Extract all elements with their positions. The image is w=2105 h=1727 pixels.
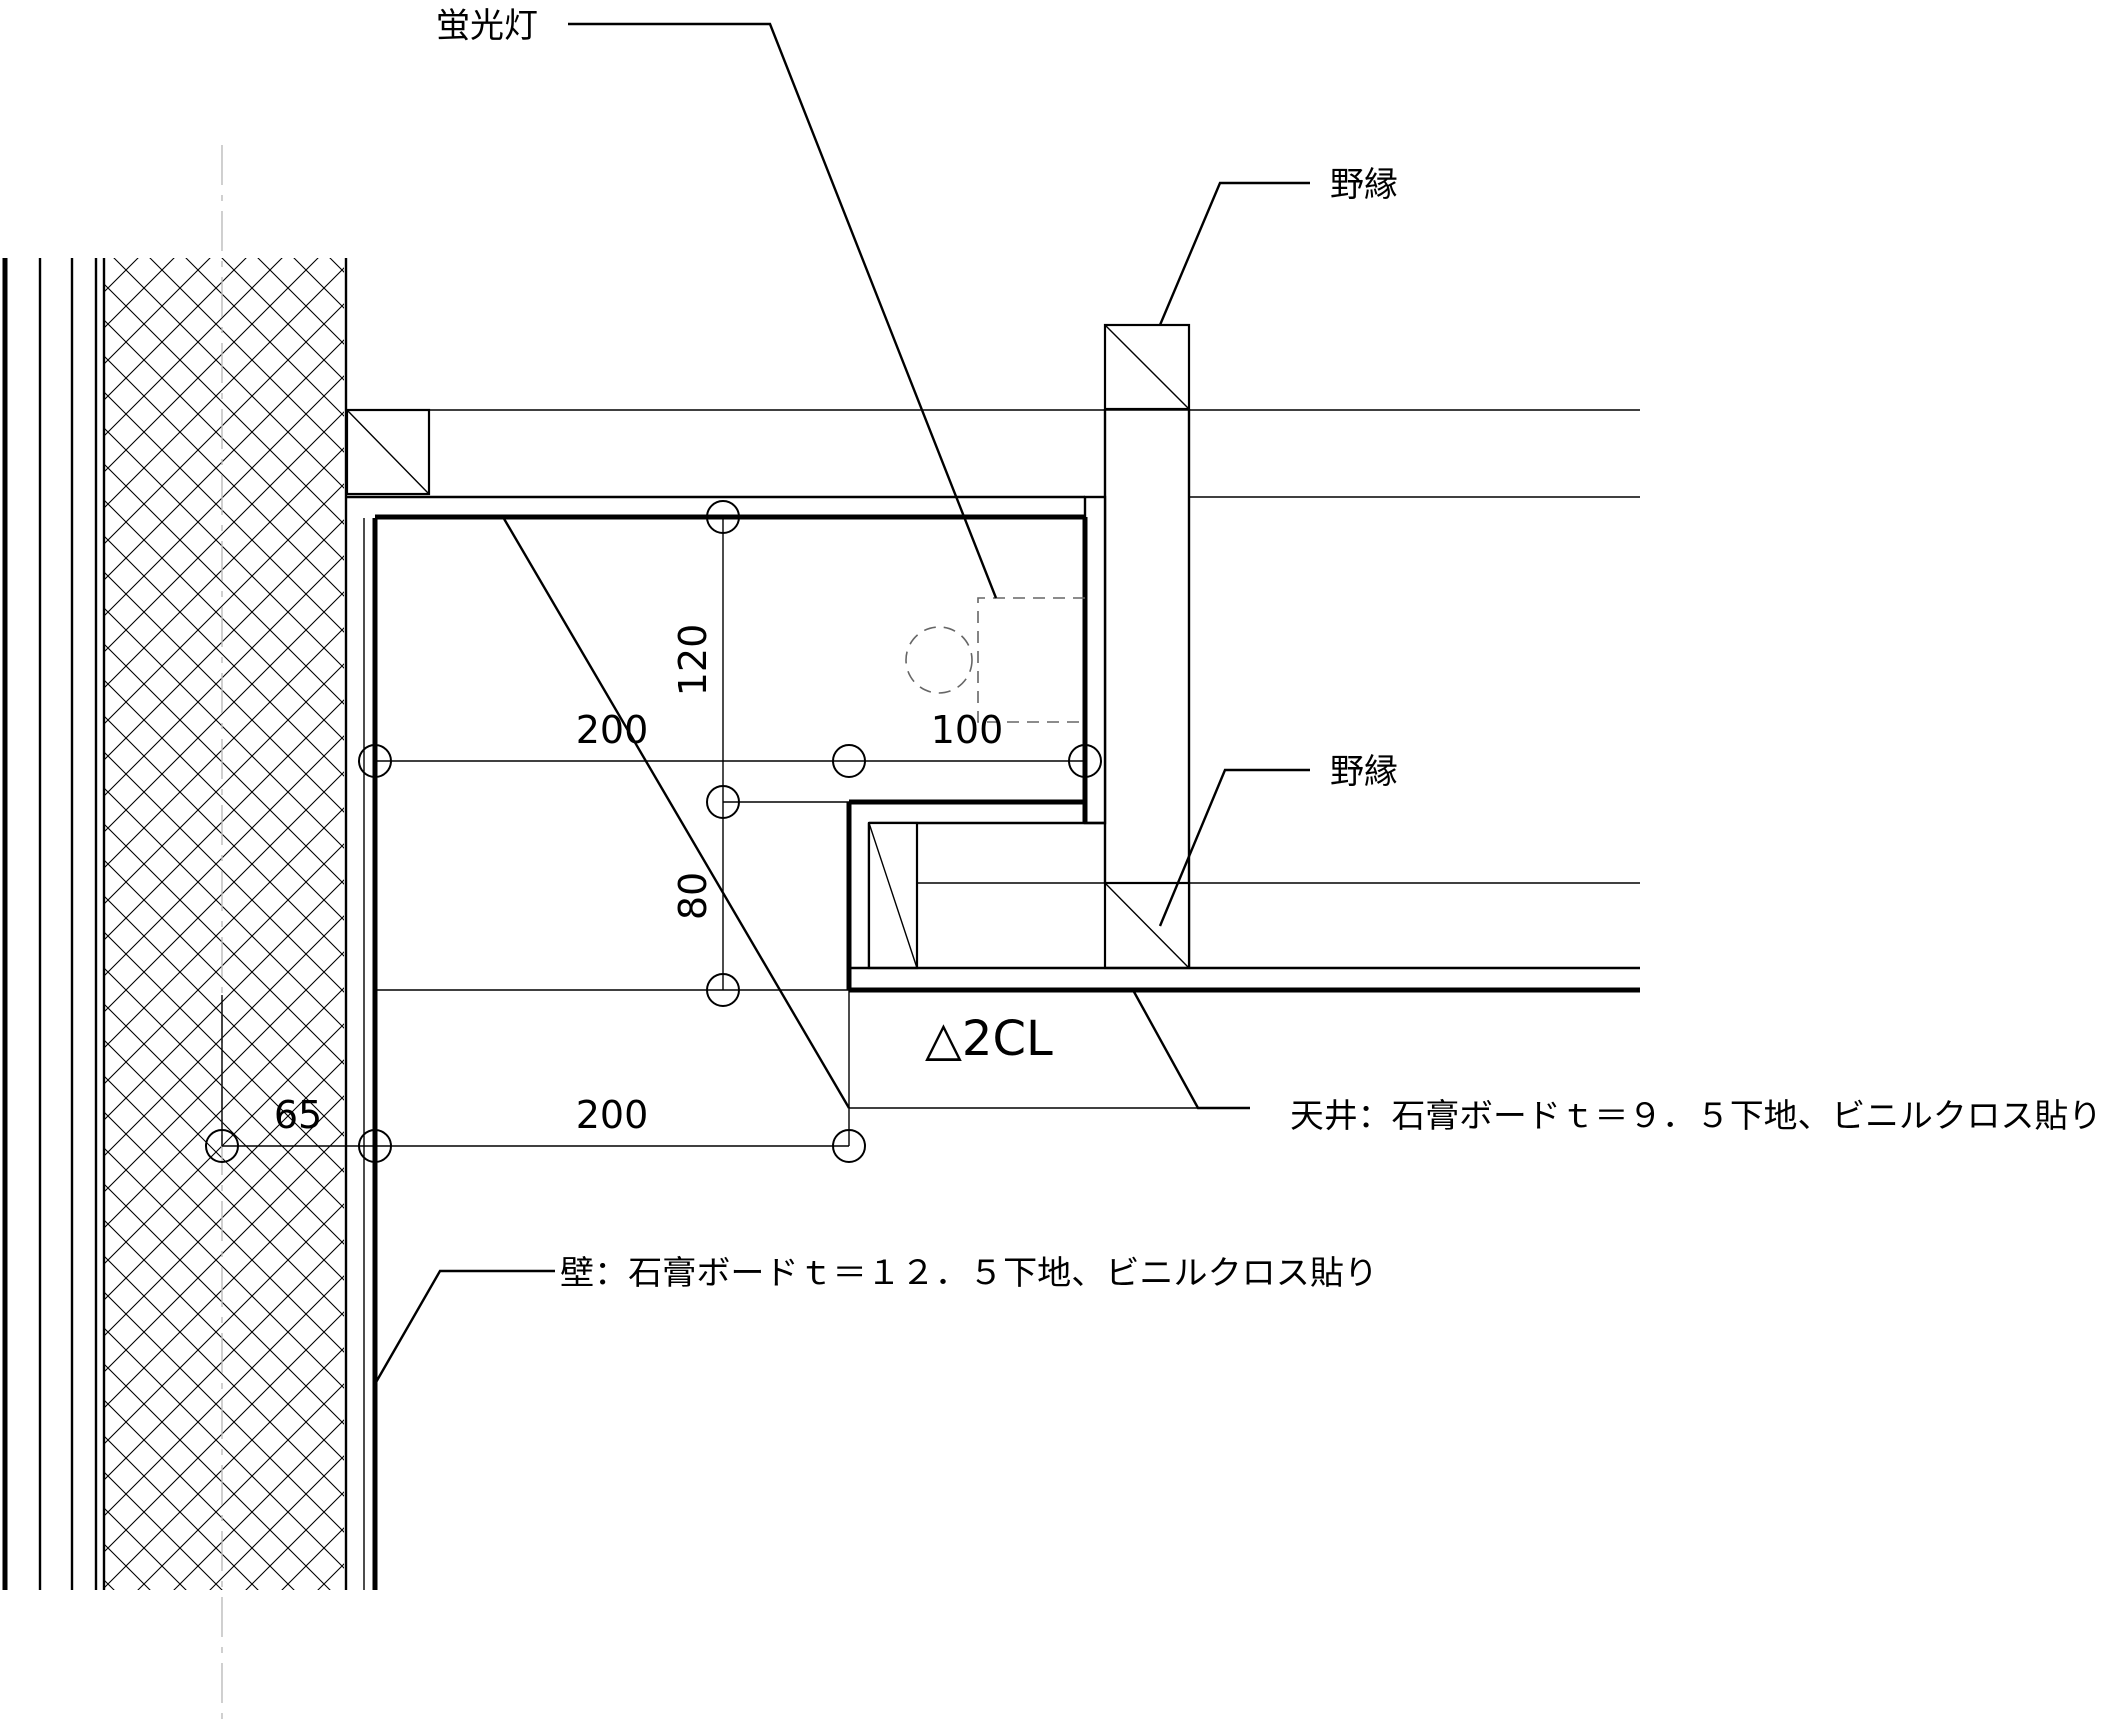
node-center-lower bbox=[205, 1129, 239, 1163]
leader-ceiling bbox=[1131, 989, 1250, 1110]
label-fluorescent: 蛍光灯 bbox=[436, 6, 538, 46]
wall-structure bbox=[2, 145, 348, 1727]
label-furring-bottom: 野縁 bbox=[1330, 752, 1398, 792]
wall-top-blocking bbox=[345, 408, 431, 496]
leader-wall bbox=[373, 1269, 555, 1385]
lower-blocking bbox=[867, 821, 919, 970]
node-bottom bbox=[706, 973, 740, 1007]
leader-furring-top bbox=[1158, 181, 1310, 326]
label-furring-top: 野縁 bbox=[1330, 165, 1398, 205]
dimension-200-upper: 200 bbox=[576, 708, 649, 752]
dimension-65: 65 bbox=[274, 1093, 322, 1137]
label-wall-spec: 壁：石膏ボードｔ＝１２．５下地、ビニルクロス貼り bbox=[560, 1253, 1378, 1292]
dimension-lines bbox=[221, 517, 1085, 1147]
node-ledge-upper bbox=[832, 744, 866, 778]
leader-fluorescent bbox=[568, 22, 998, 599]
fluorescent-lamp bbox=[905, 597, 1085, 723]
wall-hatch bbox=[104, 258, 344, 1590]
dimension-120: 120 bbox=[671, 624, 715, 697]
sight-line bbox=[501, 516, 851, 1109]
label-ceiling-level: △2CL bbox=[925, 1011, 1053, 1067]
dimension-200-lower: 200 bbox=[576, 1093, 649, 1137]
leader-furring-bottom bbox=[1158, 768, 1310, 927]
leader-lines bbox=[373, 22, 1310, 1385]
node-wall-upper bbox=[358, 744, 392, 778]
label-ceiling-spec: 天井：石膏ボードｔ＝９．５下地、ビニルクロス貼り bbox=[1290, 1096, 2102, 1135]
node-mid bbox=[706, 785, 740, 819]
dimension-100: 100 bbox=[931, 708, 1004, 752]
lower-furring bbox=[1103, 881, 1191, 970]
node-wall-lower bbox=[358, 1129, 392, 1163]
dimension-80: 80 bbox=[671, 872, 715, 920]
dimension-nodes bbox=[205, 500, 1102, 1163]
node-ledge-lower bbox=[832, 1129, 866, 1163]
vertical-hanger bbox=[1103, 323, 1191, 968]
node-top bbox=[706, 500, 740, 534]
node-front-upper bbox=[1068, 744, 1102, 778]
